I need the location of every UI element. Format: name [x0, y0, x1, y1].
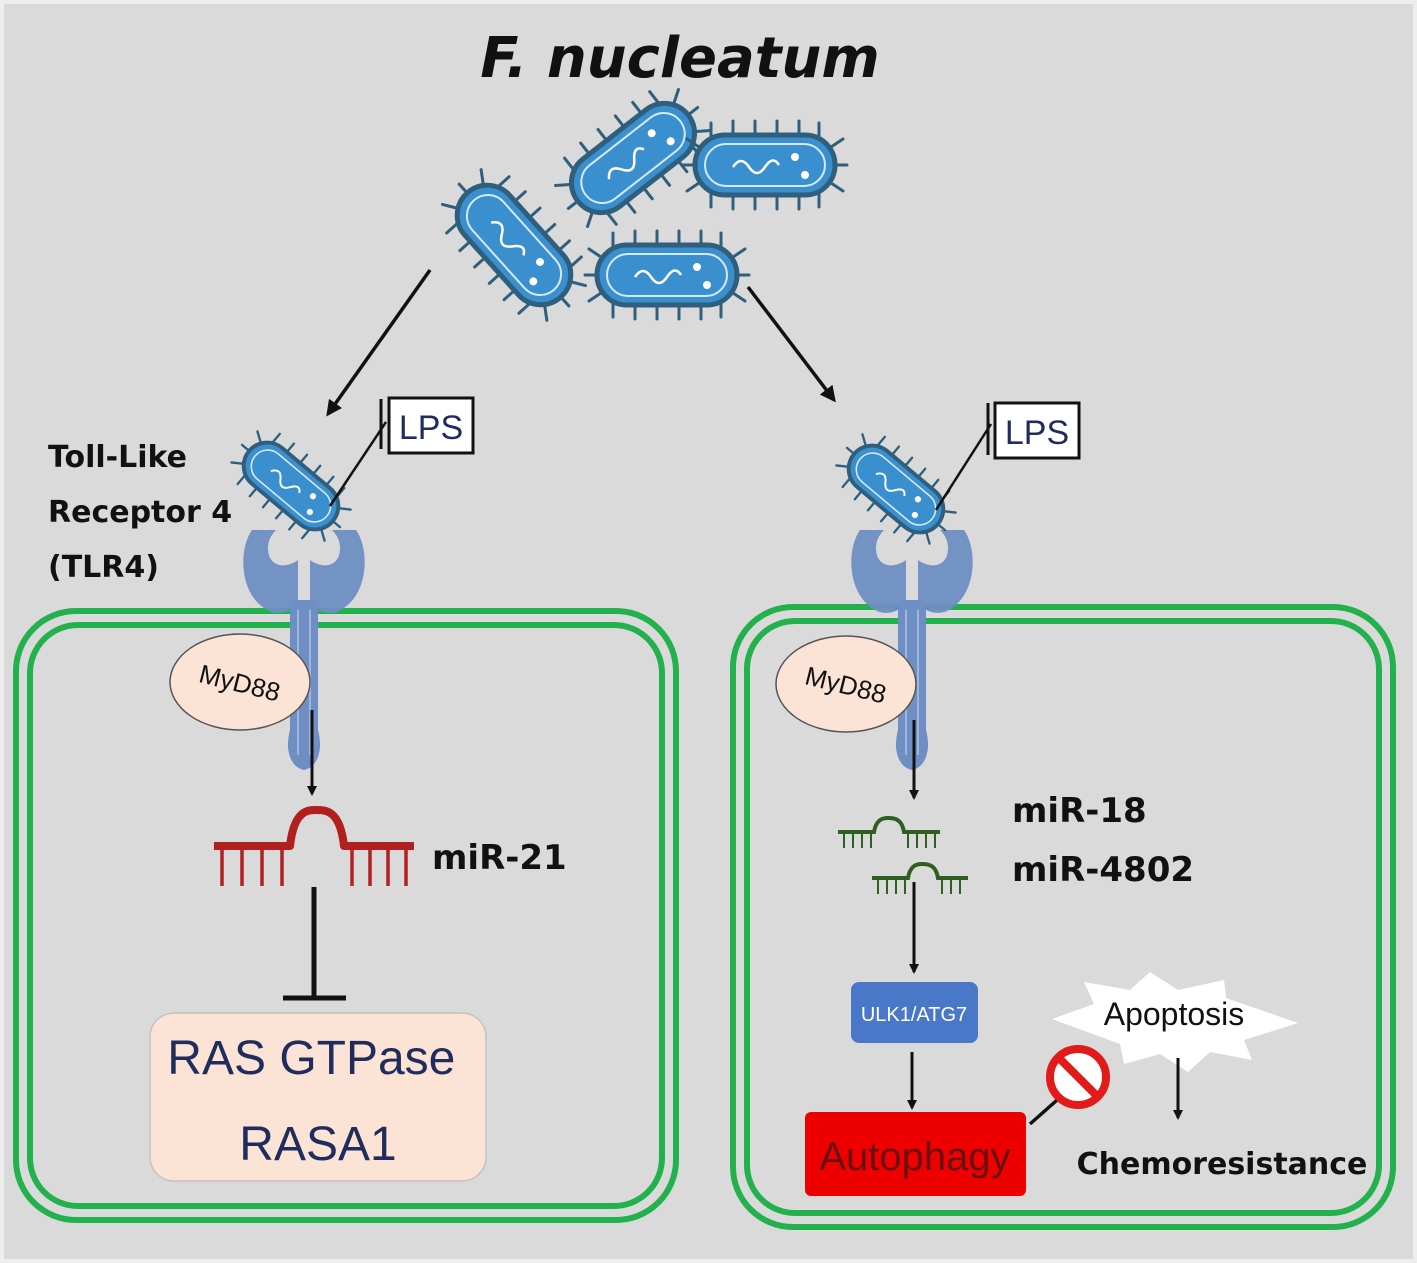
right-lps-box: [993, 401, 1081, 460]
mir18-label: miR-18: [1012, 791, 1147, 831]
left-lps-label: LPS: [399, 409, 463, 447]
apoptosis-label: Apoptosis: [1104, 996, 1245, 1032]
tlr4-label: Toll-Like Receptor 4 (TLR4): [48, 440, 243, 585]
apoptosis-starburst: [1052, 972, 1298, 1072]
mir4802-label: miR-4802: [1012, 850, 1194, 890]
chemoresistance-label: Chemoresistance: [1077, 1147, 1368, 1182]
rasa1-target-label: RAS GTPase RASA1: [167, 1032, 468, 1171]
mir4802-hairpin-icon: [872, 861, 968, 894]
arrow-to-right-receptor: [746, 285, 836, 403]
left-cell-membrane: [13, 608, 679, 1223]
left-lps-box: [387, 396, 475, 455]
diagram-title: F. nucleatum: [480, 26, 880, 91]
ulk1-atg7-label: ULK1/ATG7: [861, 1004, 967, 1026]
autophagy-label: Autophagy: [819, 1135, 1010, 1179]
prohibition-icon: [1046, 1045, 1110, 1109]
right-cell-membrane: [730, 604, 1396, 1230]
left-myd88-ellipse: [169, 633, 311, 731]
mir21-hairpin-icon: [214, 806, 414, 886]
mir21-label: miR-21: [432, 838, 567, 878]
autophagy-box: [805, 1112, 1026, 1196]
right-lps-label: LPS: [1005, 414, 1069, 452]
mir18-hairpin-icon: [838, 815, 940, 848]
arrow-to-left-receptor: [326, 268, 432, 417]
right-myd88-ellipse: [775, 635, 917, 733]
rasa1-target-box: [149, 1012, 487, 1182]
ulk1-atg7-box: [851, 982, 978, 1043]
